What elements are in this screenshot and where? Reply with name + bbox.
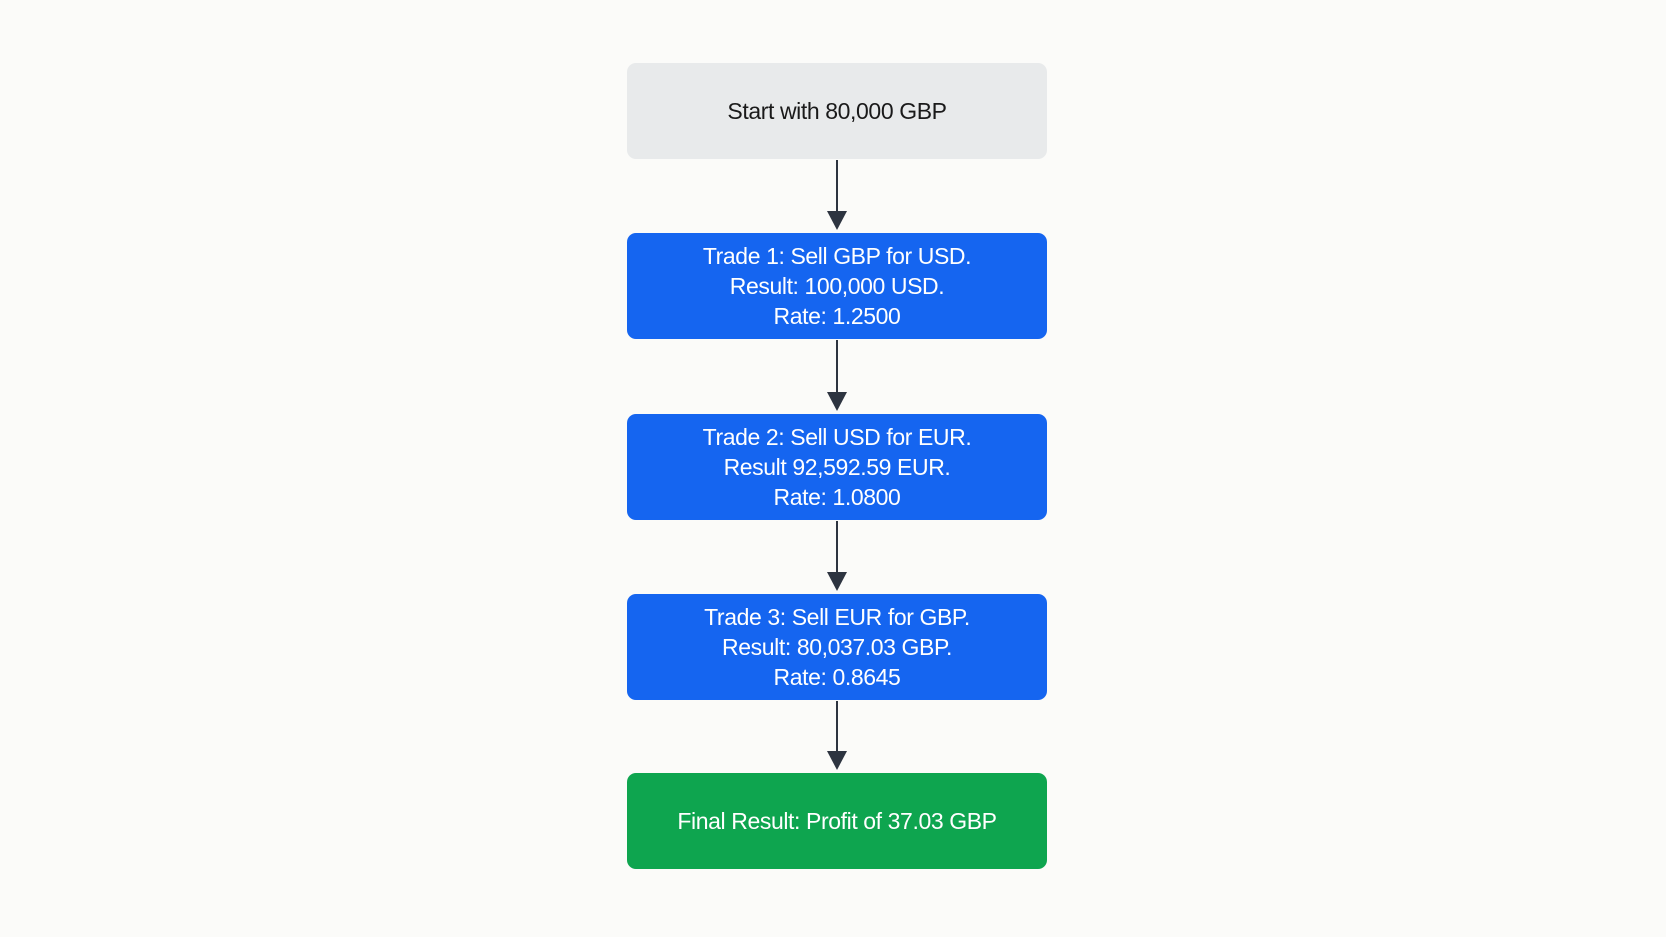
trade-2-title: Trade 2: Sell USD for EUR. [702,424,972,450]
trade-1-result: Result: 100,000 USD. [729,273,945,299]
trade-2-node: Trade 2: Sell USD for EUR. Result 92,592… [627,414,1047,520]
trade-1-node: Trade 1: Sell GBP for USD. Result: 100,0… [627,233,1047,339]
arrowhead-icon [827,392,847,411]
arrow-trade-1-to-trade-2 [827,340,847,411]
arrowhead-icon [827,211,847,230]
trade-2-rate: Rate: 1.0800 [773,484,901,510]
arrow-trade-3-to-final [827,701,847,770]
trade-3-rate: Rate: 0.8645 [773,664,901,690]
trade-3-title: Trade 3: Sell EUR for GBP. [704,604,970,630]
trade-3-result: Result: 80,037.03 GBP. [722,634,952,660]
arrow-trade-2-to-trade-3 [827,521,847,591]
arrowhead-icon [827,751,847,770]
trade-1-title: Trade 1: Sell GBP for USD. [702,243,972,269]
arrow-start-to-trade-1 [827,160,847,230]
final-result-node: Final Result: Profit of 37.03 GBP [627,773,1047,869]
trade-2-result: Result 92,592.59 EUR. [723,454,951,480]
start-node: Start with 80,000 GBP [627,63,1047,159]
start-node-label: Start with 80,000 GBP [727,98,947,124]
arrowhead-icon [827,572,847,591]
final-result-label: Final Result: Profit of 37.03 GBP [677,808,997,834]
trade-3-node: Trade 3: Sell EUR for GBP. Result: 80,03… [627,594,1047,700]
trade-1-rate: Rate: 1.2500 [773,303,901,329]
